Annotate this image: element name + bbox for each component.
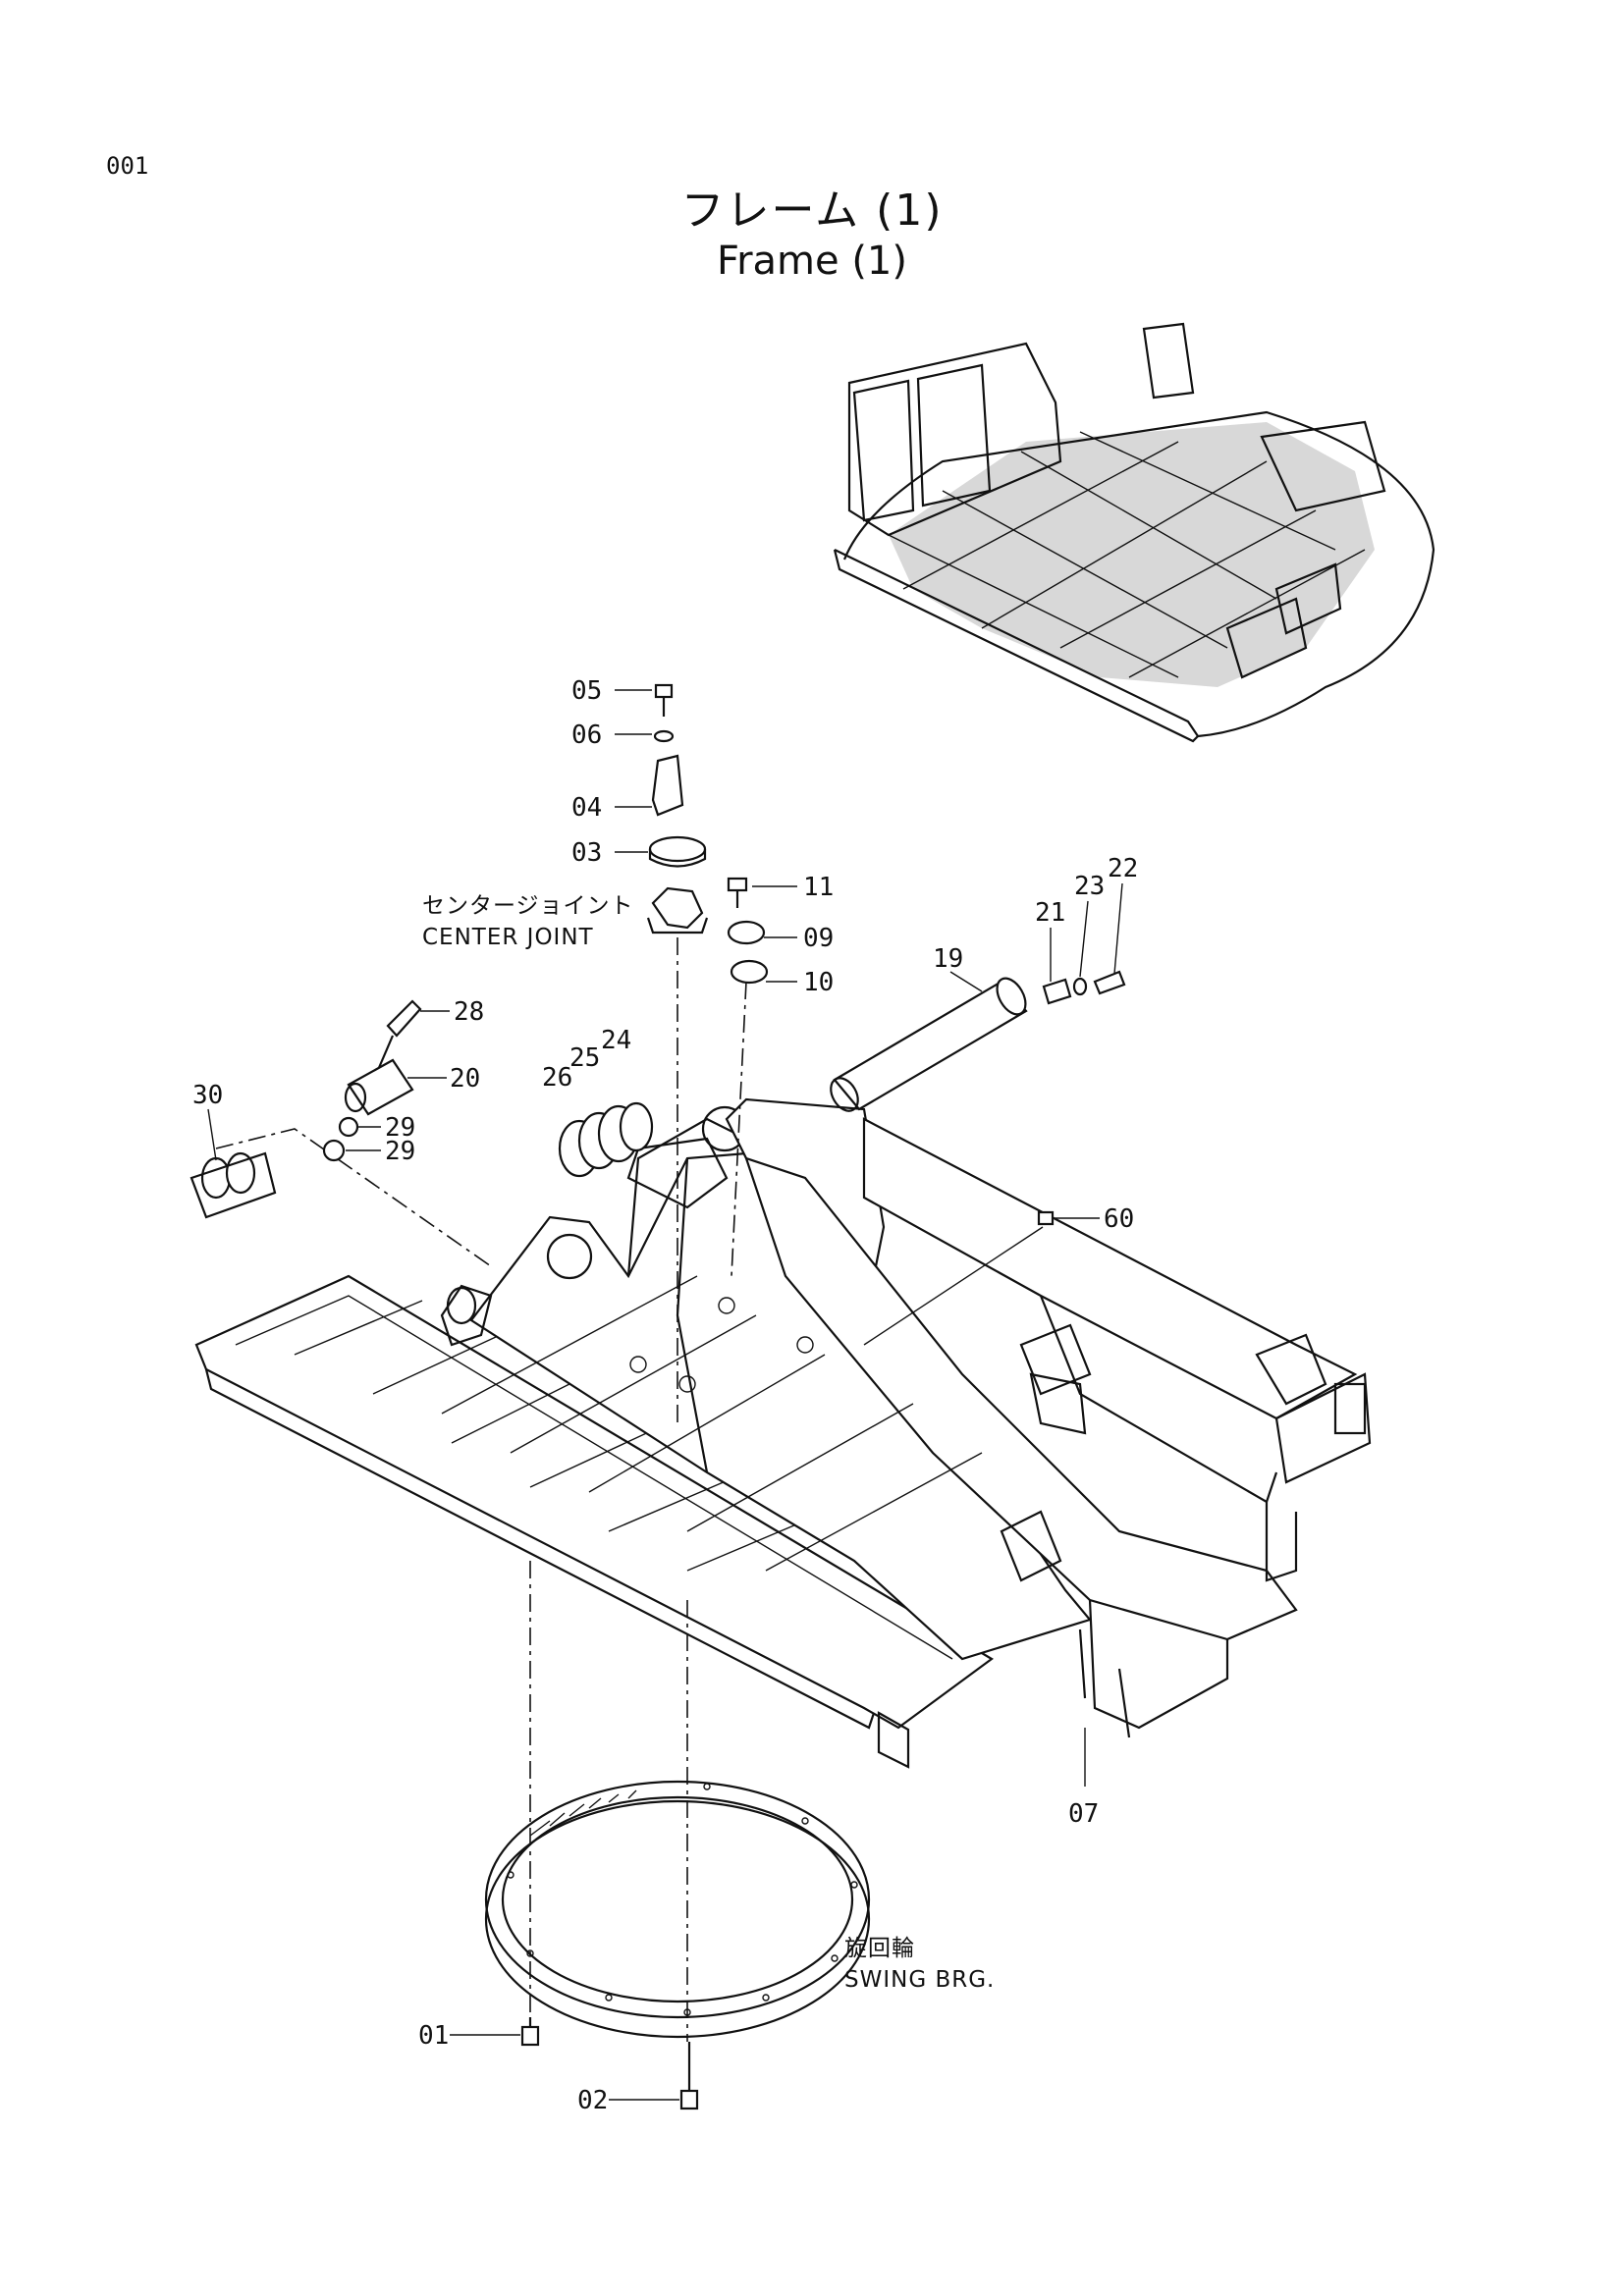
callout-26: 26 <box>542 1063 572 1093</box>
callout-25: 25 <box>569 1043 600 1073</box>
pin-19 <box>830 977 1028 1112</box>
plug-60 <box>1037 1210 1055 1226</box>
callout-06: 06 <box>571 721 602 750</box>
bolt-11 <box>727 877 748 908</box>
callout-01: 01 <box>418 2021 449 2051</box>
center-joint-label-en: CENTER JOINT <box>422 925 594 950</box>
shims-24-25-26 <box>558 1101 654 1178</box>
callout-09: 09 <box>803 924 834 953</box>
callout-29-upper: 29 <box>385 1113 415 1143</box>
nut-29-lower <box>322 1139 346 1162</box>
shim-30 <box>189 1151 277 1219</box>
bolt-02 <box>679 2042 699 2110</box>
page-title-japanese: フレーム (1) <box>680 186 944 236</box>
callout-29-lower: 29 <box>385 1137 415 1166</box>
nut-29-upper <box>338 1116 359 1138</box>
page-title-english: Frame (1) <box>716 239 907 284</box>
callout-30: 30 <box>192 1081 223 1110</box>
bushing-20 <box>344 1058 414 1116</box>
callout-20: 20 <box>450 1064 480 1094</box>
callout-23: 23 <box>1074 872 1105 901</box>
callout-22: 22 <box>1108 854 1138 883</box>
callout-03: 03 <box>571 838 602 868</box>
callout-28: 28 <box>454 997 484 1027</box>
callout-19: 19 <box>933 944 963 974</box>
bolt-01 <box>520 2017 540 2047</box>
washer-23 <box>1072 977 1088 996</box>
cover-03 <box>648 835 707 868</box>
callout-05: 05 <box>571 676 602 706</box>
callout-11: 11 <box>803 873 834 902</box>
swing-brg-label-jp: 旋回輪 <box>844 1936 915 1961</box>
swing-bearing-ring <box>484 1780 871 2039</box>
callout-60: 60 <box>1104 1204 1134 1234</box>
callout-21: 21 <box>1035 898 1065 928</box>
main-frame-assembly <box>194 1097 1372 1769</box>
center-joint-label-jp: センタージョイント <box>422 893 634 919</box>
bolt-22 <box>1093 970 1126 995</box>
callout-04: 04 <box>571 793 602 823</box>
excavator-overview-inset <box>833 322 1435 743</box>
callout-10: 10 <box>803 968 834 997</box>
assembly-lines <box>529 937 1044 2042</box>
swing-brg-label-en: SWING BRG. <box>844 1967 995 1993</box>
callout-labels: 05 06 04 03 11 09 10 19 21 23 22 28 20 3… <box>192 676 1138 2115</box>
callout-24: 24 <box>601 1026 631 1055</box>
page-number: 001 <box>106 152 149 180</box>
bolt-05 <box>654 683 674 717</box>
washer-06 <box>653 729 675 743</box>
center-joint <box>646 886 709 934</box>
callout-07: 07 <box>1068 1799 1099 1829</box>
pin-28 <box>376 999 422 1071</box>
plate-04 <box>651 754 684 817</box>
callout-02: 02 <box>577 2086 608 2115</box>
plate-09 <box>727 920 766 945</box>
plate-10 <box>730 959 769 985</box>
plate-21 <box>1042 978 1072 1005</box>
leader-lines <box>207 689 1123 2101</box>
